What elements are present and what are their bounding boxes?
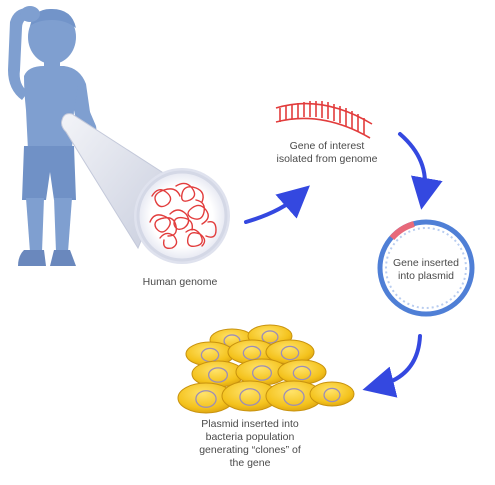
bacteria-colony-icon [177,324,355,414]
label-gene-isolated: Gene of interest isolated from genome [276,140,378,165]
chromosome-tangle-icon [149,182,217,250]
bacterium [265,380,323,412]
arrow-gene-to-plasmid [398,132,443,210]
bacterium [309,381,355,407]
magnifier-cone-icon [61,113,230,264]
process-arrows [244,132,443,398]
arrow-genome-to-gene [244,185,310,224]
bacterium [277,359,327,385]
label-human-genome: Human genome [142,276,218,288]
arrow-plasmid-to-bacteria [362,334,422,398]
person-scratching-head-icon [8,6,97,266]
label-gene-inserted: Gene inserted into plasmid [393,257,459,282]
dna-strand-icon [275,101,373,139]
label-plasmid-bacteria: Plasmid inserted into bacteria populatio… [199,418,301,469]
plasmid-ring-icon [377,219,475,317]
